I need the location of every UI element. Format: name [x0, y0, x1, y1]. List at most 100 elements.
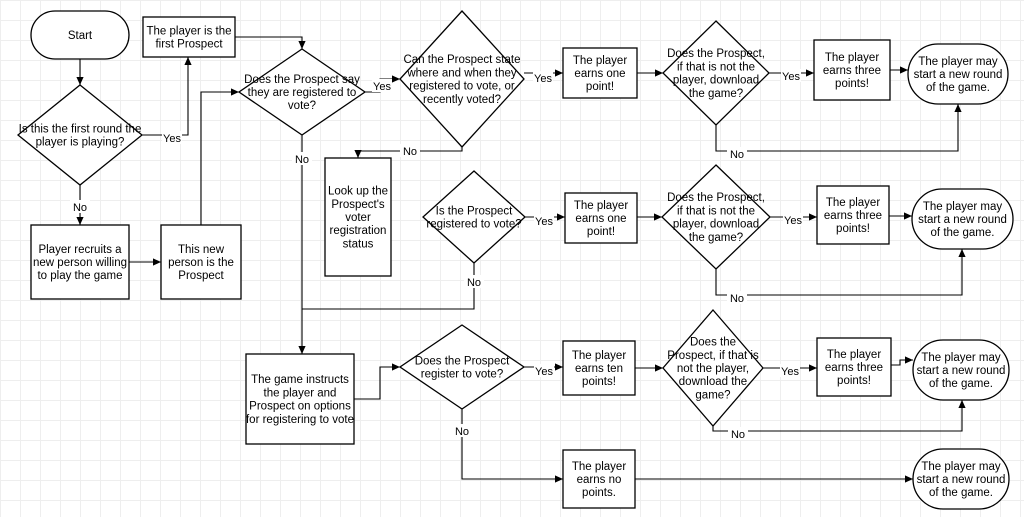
decision-shape [422, 170, 526, 264]
node-text: Start [68, 30, 93, 42]
edge-label-yes: Yes [782, 71, 800, 83]
label-bg [783, 213, 803, 226]
label-bg [533, 71, 553, 84]
edge-label-yes: Yes [781, 366, 799, 378]
arrowhead [354, 150, 362, 158]
arrowhead [555, 475, 563, 483]
edge-label-no: No [730, 149, 744, 161]
arrowhead [654, 213, 662, 221]
process-shape [562, 449, 636, 509]
arrowhead [76, 217, 84, 225]
edge-label-yes: Yes [784, 215, 802, 227]
label-bg [162, 131, 182, 144]
arrowhead [905, 475, 913, 483]
arrowhead [392, 75, 400, 83]
arrowhead [555, 69, 563, 77]
connector [712, 400, 966, 432]
edge-label-no: No [730, 293, 744, 305]
label-bg [727, 147, 747, 160]
edge-label-no: No [295, 154, 309, 166]
arrowhead [557, 213, 565, 221]
connector [637, 213, 662, 221]
arrowhead [153, 258, 161, 266]
process-shape [813, 39, 891, 101]
connector [889, 212, 912, 220]
decision-shape [237, 48, 367, 136]
connector [635, 475, 913, 483]
decision-shape [662, 309, 764, 427]
arrowhead [655, 364, 663, 372]
process-shape [816, 337, 892, 397]
arrowhead [809, 364, 817, 372]
process-shape [324, 157, 392, 277]
edge-label-yes: Yes [373, 81, 391, 93]
connector [715, 104, 962, 152]
edge-label-yes: Yes [534, 73, 552, 85]
label-bg [464, 275, 484, 288]
edge-label-no: No [73, 202, 87, 214]
arrowhead [958, 249, 966, 257]
connector [76, 59, 84, 85]
edge-label-no: No [467, 277, 481, 289]
connector [142, 57, 192, 136]
process-shape [562, 47, 638, 99]
arrowhead [298, 41, 306, 49]
arrowhead [905, 356, 913, 364]
connector [461, 409, 563, 483]
arrowhead [900, 66, 908, 74]
decision-shape [399, 10, 525, 148]
terminal-shape [907, 43, 1009, 105]
label-bg [534, 214, 554, 227]
connector [200, 88, 239, 225]
process-shape [245, 353, 355, 445]
connector [298, 135, 306, 354]
terminal-shape [30, 10, 130, 60]
edge-label-no: No [403, 146, 417, 158]
arrowhead [806, 69, 814, 77]
arrowhead [555, 363, 563, 371]
process-shape [562, 340, 636, 396]
label-bg [70, 200, 90, 213]
edge-label-no: No [731, 429, 745, 441]
edge-label-no: No [455, 426, 469, 438]
decision-shape [398, 324, 526, 410]
process-shape [816, 185, 890, 245]
label-bg [780, 364, 800, 377]
decision-shape [662, 20, 770, 126]
